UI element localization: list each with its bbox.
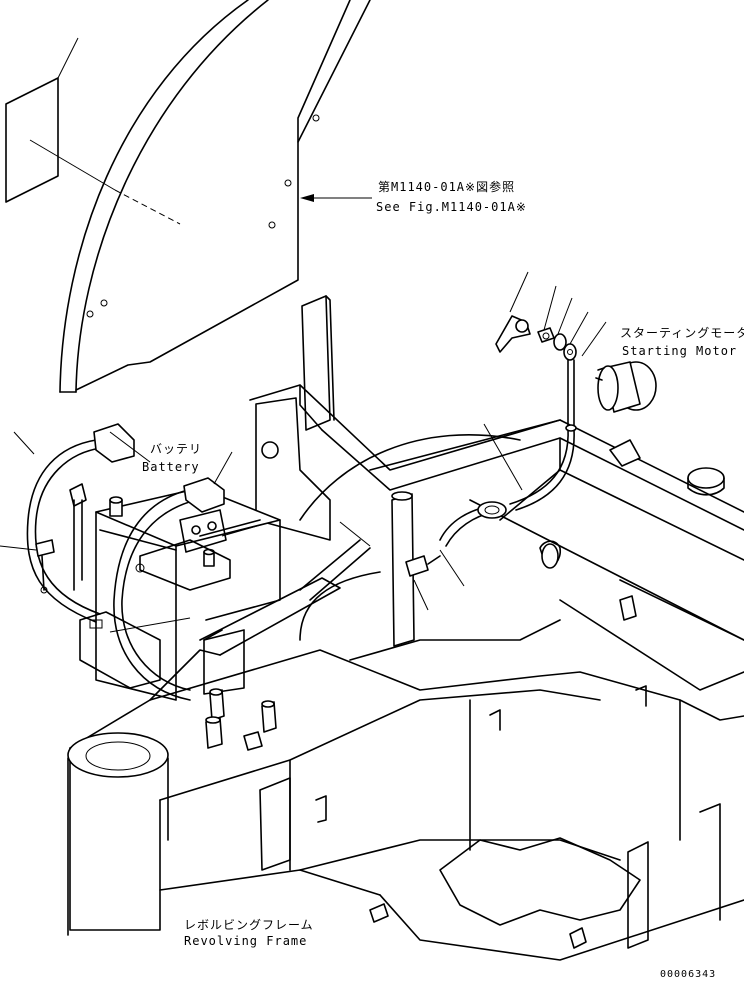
starting-motor-label-en: Starting Motor (622, 344, 738, 358)
ground-cable (299, 359, 577, 647)
battery-cables (26, 423, 261, 701)
drawing-number: 00006343 (660, 969, 717, 980)
revolving-frame-label-en: Revolving Frame (184, 934, 308, 948)
cover-panel (59, 0, 371, 393)
decal-plate (5, 37, 181, 225)
battery (95, 487, 281, 701)
reference-label-en: See Fig.M1140-01A※ (376, 200, 527, 214)
revolving-frame (67, 295, 744, 961)
reference-label-ja: 第M1140-01A※図参照 (378, 180, 516, 194)
revolving-frame-label-ja: レボルビングフレーム (184, 918, 314, 932)
battery-label-ja: バッテリ (150, 442, 203, 456)
callout-leaders (0, 423, 523, 633)
reference-leader (300, 194, 372, 202)
starting-motor-label-ja: スターティングモータ (620, 326, 744, 340)
terminal-hardware (495, 271, 607, 361)
standoffs (205, 688, 277, 751)
starting-motor (595, 361, 657, 413)
frame-right-details (609, 439, 725, 621)
battery-label-en: Battery (142, 460, 200, 474)
